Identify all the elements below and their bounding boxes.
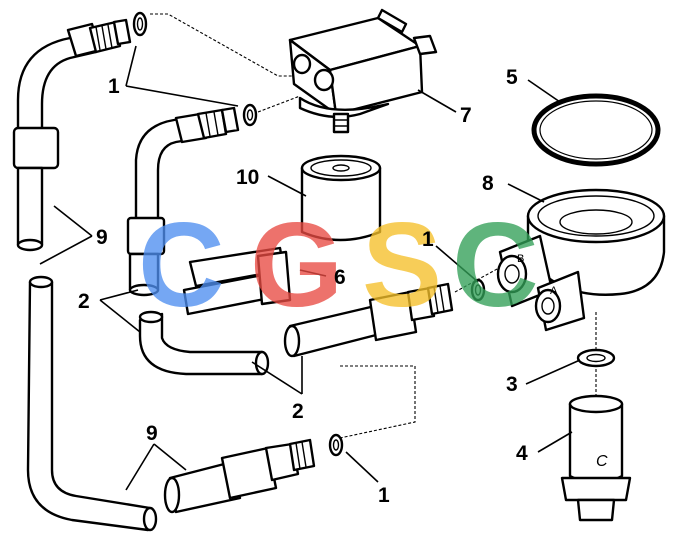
callout-10: 10 bbox=[236, 166, 259, 189]
hose-straight bbox=[283, 278, 486, 358]
sender-c-mark: C bbox=[596, 453, 608, 470]
pipe-middle bbox=[126, 103, 258, 297]
callout-1-lower: 1 bbox=[378, 484, 390, 507]
watermark-letter-4: C bbox=[452, 198, 539, 332]
callout-leaders bbox=[39, 45, 581, 491]
filter-head bbox=[496, 188, 666, 332]
washer bbox=[576, 348, 616, 368]
pressure-switch bbox=[288, 8, 438, 134]
callout-3: 3 bbox=[506, 373, 518, 396]
oil-filter bbox=[300, 154, 382, 242]
hose-bottom bbox=[163, 433, 344, 514]
o-ring bbox=[531, 93, 661, 167]
sender-unit bbox=[560, 394, 632, 522]
bracket bbox=[182, 246, 292, 316]
callout-9-lower: 9 bbox=[146, 422, 158, 445]
hose-bent bbox=[138, 310, 270, 376]
callout-6: 6 bbox=[334, 266, 346, 289]
callout-2-lower: 2 bbox=[292, 400, 304, 423]
callout-8: 8 bbox=[482, 172, 494, 195]
callout-7: 7 bbox=[460, 104, 472, 127]
callout-9-upper: 9 bbox=[96, 226, 108, 249]
port-b-mark: B bbox=[517, 253, 524, 265]
hose-left-lower bbox=[26, 275, 158, 532]
callout-1-upper: 1 bbox=[108, 75, 120, 98]
watermark-letter-2: G bbox=[250, 198, 343, 332]
watermark-letter-3: S bbox=[362, 198, 442, 332]
watermark: C G S C bbox=[138, 198, 539, 332]
callout-1-middle: 1 bbox=[422, 228, 434, 251]
callout-5: 5 bbox=[506, 66, 518, 89]
callout-4: 4 bbox=[516, 442, 528, 465]
port-a-mark: A bbox=[550, 285, 558, 297]
watermark-letter-1: C bbox=[138, 198, 225, 332]
hose-left-upper bbox=[12, 11, 148, 252]
callout-2-left: 2 bbox=[78, 290, 90, 313]
